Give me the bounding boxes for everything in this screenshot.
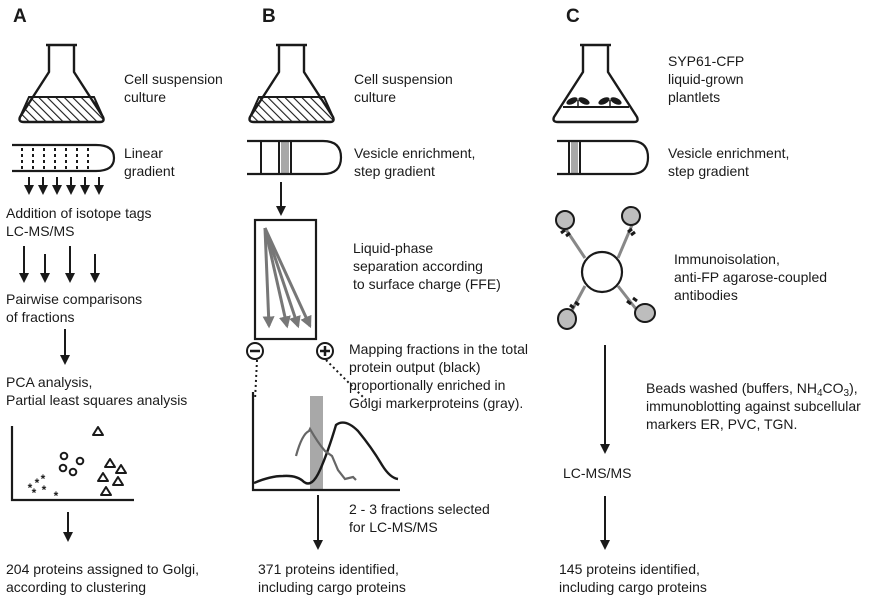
panel-a-pairwise-line2: of fractions [6, 309, 75, 325]
beads-text-pre: Beads washed (buffers, NH [646, 380, 817, 396]
panel-b-electrodes [246, 342, 367, 401]
panel-c-result-line2: including cargo proteins [559, 579, 707, 595]
panel-a-result-line2: according to clustering [6, 579, 147, 595]
panel-a-gradient-line1: Linear [124, 145, 163, 161]
panel-a-pca-line1: PCA analysis, [6, 374, 93, 390]
panel-a-isotope-line1: Addition of isotope tags [6, 205, 152, 221]
panel-b-selected-line1: 2 - 3 fractions selected [349, 501, 490, 517]
panel-c-immuno-line1: Immunoisolation, [674, 251, 780, 267]
panel-b-ffe-line2: separation according [353, 258, 483, 274]
svg-text:*: * [41, 472, 46, 486]
panel-a-isotope-line2: LC-MS/MS [6, 223, 75, 239]
panel-c-immuno-line3: antibodies [674, 287, 738, 303]
plantlet-icon [566, 97, 622, 107]
panel-c-lcms: LC-MS/MS [563, 465, 632, 481]
panel-c-result-line1: 145 proteins identified, [559, 561, 700, 577]
panel-c-step-gradient-tube [557, 139, 650, 176]
beads-text-post: ), [849, 380, 858, 396]
panel-b-mapping-line3: proportionally enriched in [349, 377, 506, 393]
panel-a-culture-line1: Cell suspension [124, 71, 223, 87]
svg-text:*: * [32, 486, 37, 500]
panel-a-pairwise-arrows [19, 246, 100, 283]
panel-b-selected-line2: for LC-MS/MS [349, 519, 438, 535]
panel-c-beads-line3: markers ER, PVC, TGN. [646, 416, 798, 432]
panel-c-culture-line2: liquid-grown [668, 71, 744, 87]
panel-label-b: B [262, 6, 276, 27]
panel-c-beads-line2: immunoblotting against subcellular [646, 398, 861, 414]
panel-a-pairwise-line1: Pairwise comparisons [6, 291, 143, 307]
panel-c-culture-line3: plantlets [668, 89, 721, 105]
panel-a-result-line1: 204 proteins assigned to Golgi, [6, 561, 200, 577]
panel-a-flask [18, 43, 105, 124]
beads-text-co: CO [822, 380, 844, 396]
panel-a-linear-gradient-tube [12, 143, 116, 173]
panel-a-gradient-line2: gradient [124, 163, 175, 179]
panel-label-c: C [566, 6, 580, 27]
panel-c-beads-line1: Beads washed (buffers, NH4CO3), [646, 380, 858, 402]
panel-b-ffe-line1: Liquid-phase [353, 240, 434, 256]
panel-c-vesicle-line2: step gradient [668, 163, 749, 179]
panel-b-flask [248, 43, 335, 124]
panel-c-vesicle-line1: Vesicle enrichment, [668, 145, 790, 161]
panel-b-result-line1: 371 proteins identified, [258, 561, 399, 577]
panel-c-culture-line1: SYP61-CFP [668, 53, 745, 69]
panel-label-a: A [13, 6, 27, 27]
panel-c-flask [552, 43, 639, 124]
panel-b-mapping-line4: Golgi markerproteins (gray). [349, 395, 524, 411]
svg-text:*: * [35, 476, 40, 490]
panel-b-ffe-chamber [253, 218, 318, 341]
panel-a-cluster-plot: *** *** [10, 426, 134, 503]
svg-text:*: * [54, 489, 59, 503]
svg-text:*: * [42, 483, 47, 497]
panel-a-fraction-arrows [24, 177, 104, 195]
panel-b-ffe-line3: to surface charge (FFE) [353, 276, 501, 292]
beads-subscript-4: 4 [816, 388, 823, 399]
panel-b-vesicle-line2: step gradient [354, 163, 435, 179]
panel-b-culture-line1: Cell suspension [354, 71, 453, 87]
panel-b-step-gradient-tube [247, 139, 343, 176]
panel-b-mapping-line1: Mapping fractions in the total [349, 341, 528, 357]
panel-b-vesicle-line1: Vesicle enrichment, [354, 145, 476, 161]
panel-c-immunobead [555, 206, 656, 330]
panel-b-protein-profile [251, 392, 400, 492]
svg-text:*: * [28, 481, 33, 495]
panel-b-culture-line2: culture [354, 89, 397, 105]
panel-b-mapping-line2: protein output (black) [349, 359, 481, 375]
panel-c-immuno-line2: anti-FP agarose-coupled [674, 269, 828, 285]
panel-b-result-line2: including cargo proteins [258, 579, 406, 595]
beads-subscript-3: 3 [843, 388, 850, 399]
panel-a-pca-line2: Partial least squares analysis [6, 392, 188, 408]
panel-a-culture-line2: culture [124, 89, 167, 105]
